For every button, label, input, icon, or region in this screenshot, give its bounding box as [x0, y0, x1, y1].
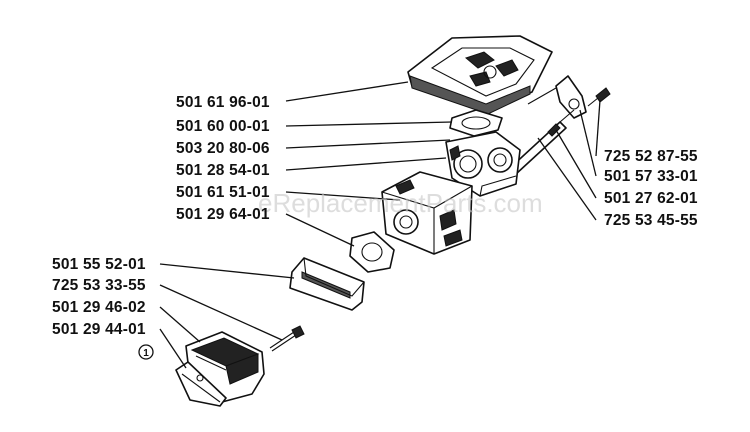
leader-lines-right [537, 99, 601, 221]
part-label: 725 53 45-55 [604, 212, 698, 229]
part-label: 501 27 62-01 [604, 190, 698, 207]
part-label: 501 60 00-01 [176, 118, 270, 135]
leader-lines-left [159, 81, 453, 369]
part-label: 501 61 51-01 [176, 184, 270, 201]
gasket-mid [349, 231, 395, 273]
circled-marker: 1 [138, 344, 154, 360]
throttle-shaft [509, 109, 575, 175]
carburetor-upper [445, 131, 521, 197]
air-filter-cover [407, 35, 553, 115]
part-label: 501 28 54-01 [176, 162, 270, 179]
throttle-bracket [527, 75, 587, 119]
watermark: eReplacementParts.com [258, 188, 543, 218]
part-label: 501 29 64-01 [176, 206, 270, 223]
part-label: 725 53 33-55 [52, 277, 146, 294]
right-labels: 725 52 87-55 501 57 33-01 501 27 62-01 7… [604, 148, 698, 229]
part-label: 501 29 44-01 [52, 321, 146, 338]
screw-top-right [587, 87, 611, 107]
filter-assembly [175, 331, 265, 407]
gasket-small [449, 109, 503, 137]
left-labels: 501 61 96-01 501 60 00-01 503 20 80-06 5… [52, 94, 270, 338]
marker-number: 1 [143, 348, 149, 359]
part-label: 501 61 96-01 [176, 94, 270, 111]
part-label: 501 55 52-01 [52, 256, 146, 273]
intake-adapter [289, 257, 365, 311]
part-label: 725 52 87-55 [604, 148, 698, 165]
part-label: 501 29 46-02 [52, 299, 146, 316]
carburetor-body [381, 171, 473, 255]
part-label: 501 57 33-01 [604, 168, 698, 185]
bolt [269, 325, 305, 352]
part-label: 503 20 80-06 [176, 140, 270, 157]
